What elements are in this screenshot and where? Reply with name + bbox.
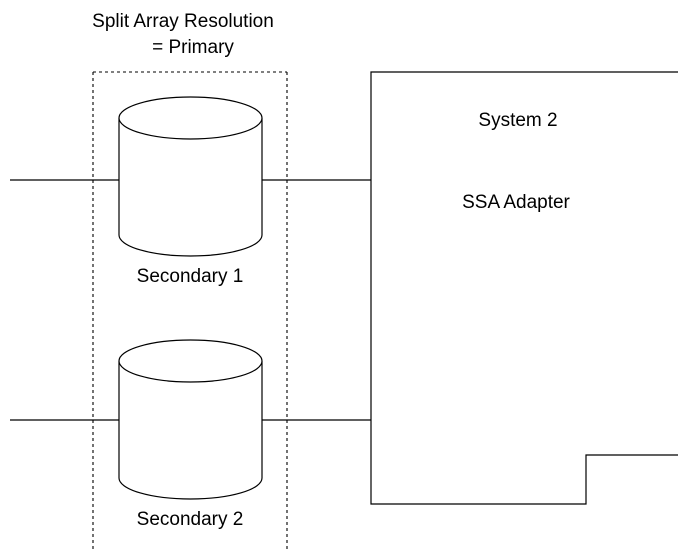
disk-cylinder-icon xyxy=(118,339,263,500)
system-2-adapter-box xyxy=(370,71,678,505)
title-line-1: Split Array Resolution xyxy=(92,11,274,32)
disk-label-secondary-1: Secondary 1 xyxy=(137,266,244,287)
disk-label-secondary-2: Secondary 2 xyxy=(137,509,244,530)
title-line-2: = Primary xyxy=(152,37,234,58)
split-array-boundary xyxy=(92,71,288,549)
adapter-name: SSA Adapter xyxy=(462,192,570,213)
disk-cylinder-icon xyxy=(118,96,263,257)
system-name: System 2 xyxy=(478,110,557,131)
